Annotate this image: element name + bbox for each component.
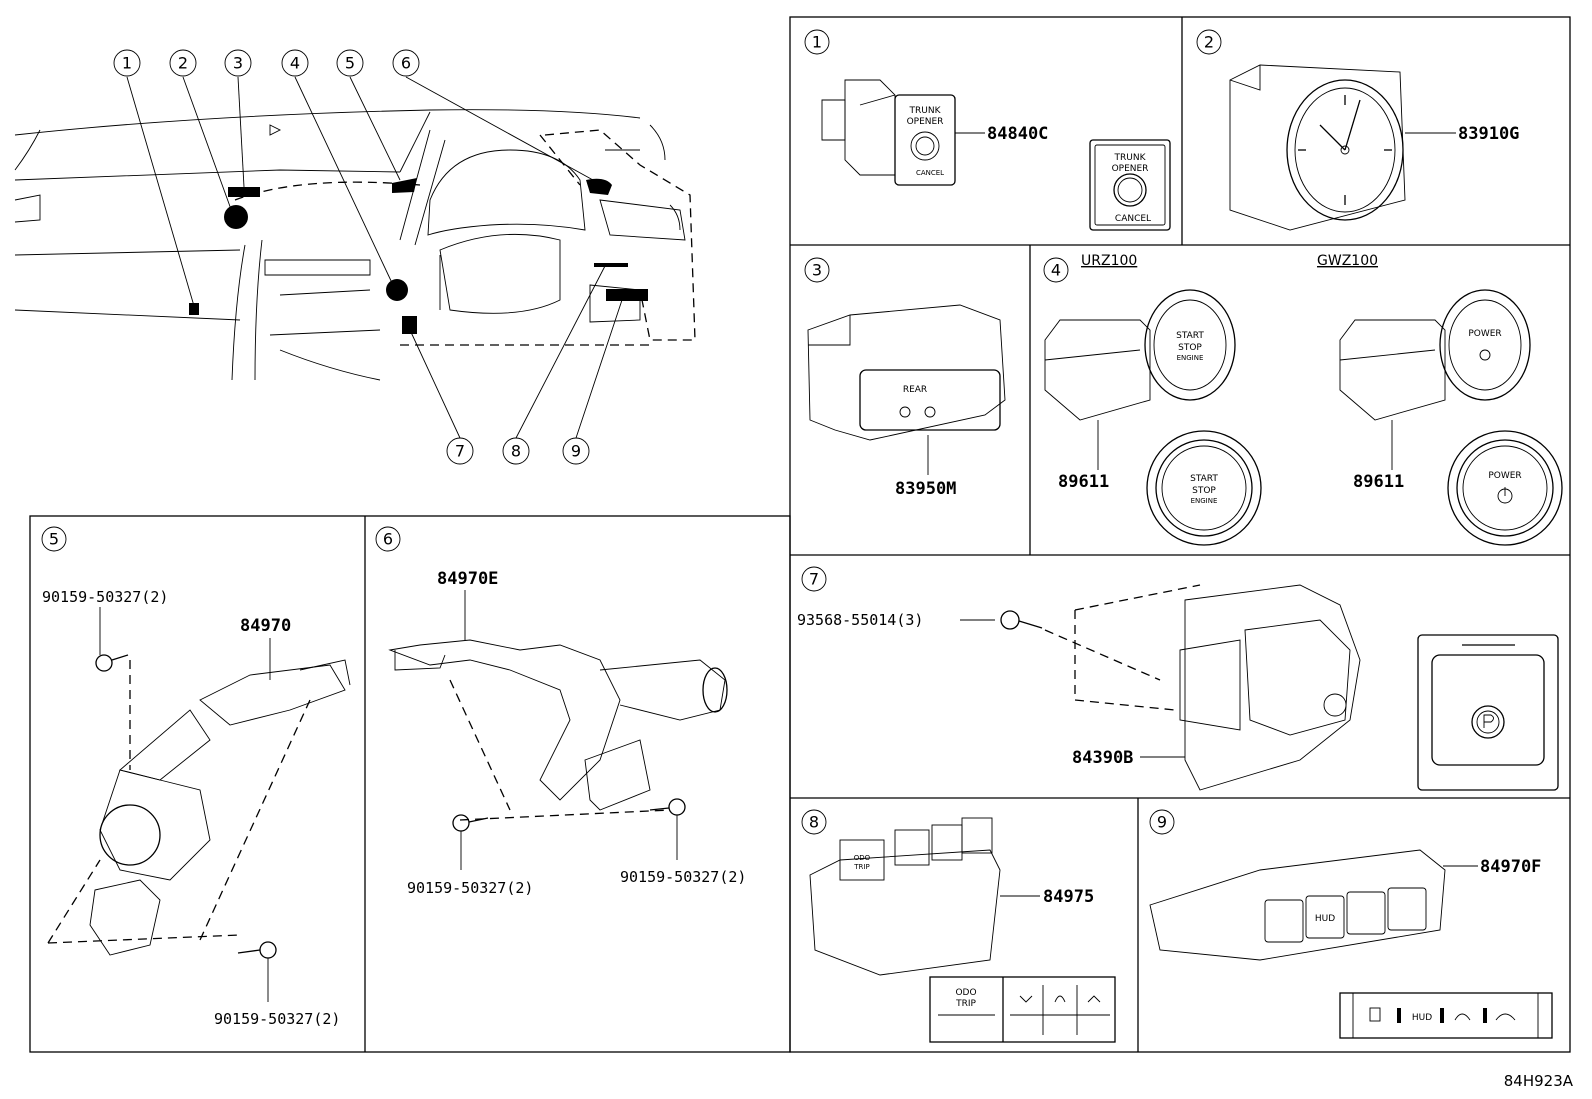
panel-4-start-switch: 4 URZ100 GWZ100 START STOP ENGINE 89611 … bbox=[1043, 253, 1563, 546]
svg-text:POWER: POWER bbox=[1468, 329, 1501, 339]
svg-text:1: 1 bbox=[812, 33, 822, 52]
svg-text:90159-50327(2): 90159-50327(2) bbox=[214, 1010, 340, 1028]
svg-text:5: 5 bbox=[345, 54, 355, 73]
svg-text:6: 6 bbox=[401, 54, 411, 73]
svg-text:4: 4 bbox=[290, 54, 300, 73]
svg-text:ENGINE: ENGINE bbox=[1177, 354, 1204, 362]
callout-3: 3 bbox=[224, 49, 252, 77]
callout-7: 7 bbox=[446, 437, 474, 465]
callout-5: 5 bbox=[336, 49, 364, 77]
panel-7-parking-brake: 7 93568-55014(3) 84390B bbox=[797, 566, 1559, 791]
svg-text:84840C: 84840C bbox=[987, 124, 1048, 144]
svg-text:STOP: STOP bbox=[1192, 486, 1216, 496]
svg-text:ODO: ODO bbox=[854, 854, 871, 862]
svg-text:7: 7 bbox=[455, 442, 465, 461]
svg-text:ENGINE: ENGINE bbox=[1191, 497, 1218, 505]
svg-text:93568-55014(3): 93568-55014(3) bbox=[797, 611, 923, 629]
overview-callouts: 1 2 3 4 5 6 7 8 9 bbox=[113, 49, 590, 465]
svg-text:3: 3 bbox=[812, 261, 822, 280]
svg-text:HUD: HUD bbox=[1315, 914, 1335, 924]
svg-text:5: 5 bbox=[49, 530, 59, 549]
panel-9-hud-switch: 9 HUD 84970F HUD bbox=[1149, 809, 1553, 1039]
svg-text:2: 2 bbox=[178, 54, 188, 73]
svg-text:TRIP: TRIP bbox=[955, 999, 976, 1009]
panel-5-combination-switch: 5 90159-50327(2) 84970 90159-50327(2) bbox=[41, 526, 351, 1028]
svg-text:TRIP: TRIP bbox=[853, 863, 869, 871]
svg-text:8: 8 bbox=[511, 442, 521, 461]
svg-text:84975: 84975 bbox=[1043, 887, 1094, 907]
dashboard-overview bbox=[14, 76, 696, 439]
svg-text:9: 9 bbox=[1157, 813, 1167, 832]
callout-9: 9 bbox=[562, 437, 590, 465]
svg-text:9: 9 bbox=[571, 442, 581, 461]
panel-6-wiper-switch: 6 84970E 90159-50327(2) 90159-50327(2) bbox=[375, 526, 746, 897]
svg-text:REAR: REAR bbox=[903, 385, 927, 395]
svg-text:84390B: 84390B bbox=[1072, 748, 1133, 768]
svg-text:START: START bbox=[1190, 474, 1218, 484]
panel-2-clock: 2 83910G bbox=[1196, 29, 1519, 231]
svg-text:83950M: 83950M bbox=[895, 479, 956, 499]
svg-text:89611: 89611 bbox=[1058, 472, 1109, 492]
svg-text:84970E: 84970E bbox=[437, 569, 498, 589]
svg-text:TRUNK: TRUNK bbox=[1114, 153, 1147, 163]
svg-text:CANCEL: CANCEL bbox=[1115, 214, 1151, 224]
callout-4: 4 bbox=[281, 49, 309, 77]
panel-3-rear-indicator: 3 REAR 83950M bbox=[804, 257, 1006, 499]
svg-text:1: 1 bbox=[122, 54, 132, 73]
svg-text:90159-50327(2): 90159-50327(2) bbox=[620, 868, 746, 886]
svg-text:90159-50327(2): 90159-50327(2) bbox=[407, 879, 533, 897]
svg-text:START: START bbox=[1176, 331, 1204, 341]
svg-text:8: 8 bbox=[809, 813, 819, 832]
callout-6: 6 bbox=[392, 49, 420, 77]
svg-text:83910G: 83910G bbox=[1458, 124, 1519, 144]
svg-text:84970: 84970 bbox=[240, 616, 291, 636]
svg-text:GWZ100: GWZ100 bbox=[1317, 253, 1378, 269]
svg-text:URZ100: URZ100 bbox=[1081, 253, 1137, 269]
callout-8: 8 bbox=[502, 437, 530, 465]
svg-text:OPENER: OPENER bbox=[907, 117, 944, 127]
svg-text:4: 4 bbox=[1051, 261, 1061, 280]
svg-text:90159-50327(2): 90159-50327(2) bbox=[42, 588, 168, 606]
svg-text:2: 2 bbox=[1204, 33, 1214, 52]
svg-text:HUD: HUD bbox=[1412, 1013, 1432, 1023]
panel-8-meter-switch: 8 ODO TRIP 84975 ODO TRIP bbox=[801, 809, 1116, 1043]
svg-text:84970F: 84970F bbox=[1480, 857, 1541, 877]
svg-text:POWER: POWER bbox=[1488, 471, 1521, 481]
svg-text:7: 7 bbox=[809, 570, 819, 589]
svg-text:OPENER: OPENER bbox=[1112, 164, 1149, 174]
panel-1-trunk-opener: 1 TRUNK OPENER CANCEL 84840C TRUNK OPENE… bbox=[804, 29, 1171, 231]
svg-text:CANCEL: CANCEL bbox=[916, 169, 944, 177]
svg-text:ODO: ODO bbox=[955, 988, 976, 998]
panel-grid bbox=[29, 16, 1571, 1053]
diagram-id: 84H923A bbox=[1504, 1072, 1574, 1090]
callout-1: 1 bbox=[113, 49, 141, 77]
svg-text:3: 3 bbox=[233, 54, 243, 73]
svg-text:6: 6 bbox=[383, 530, 393, 549]
svg-text:89611: 89611 bbox=[1353, 472, 1404, 492]
callout-2: 2 bbox=[169, 49, 197, 77]
svg-text:TRUNK: TRUNK bbox=[909, 106, 942, 116]
svg-text:STOP: STOP bbox=[1178, 343, 1202, 353]
